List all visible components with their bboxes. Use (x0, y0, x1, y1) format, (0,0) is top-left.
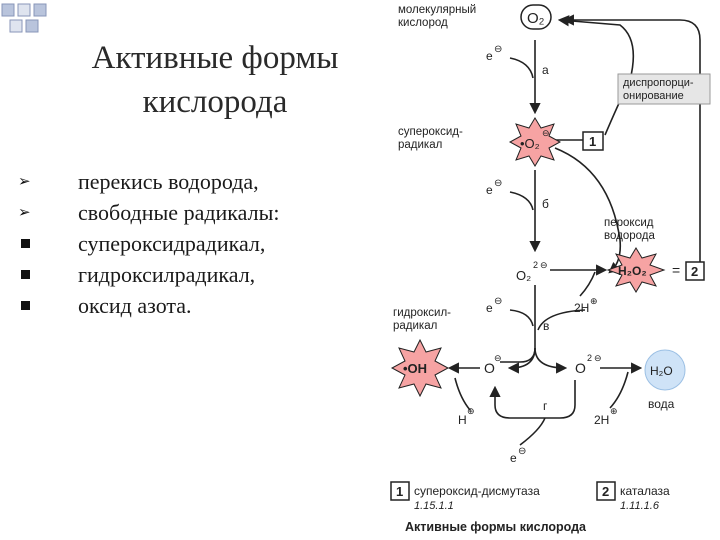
superoxide-label-line: радикал (398, 139, 442, 151)
superoxide-label: супероксид- радикал (398, 126, 466, 151)
o-atom: O (484, 360, 495, 376)
electron-label: e (486, 183, 493, 197)
electron-label: e (486, 49, 493, 63)
minus-icon: ⊖ (494, 296, 502, 307)
step-label-b: б (542, 197, 549, 211)
reactive-oxygen-diagram: молекулярный кислород O₂ e ⊖ а диспропор… (390, 4, 711, 534)
legend-enzyme-1-name: супероксид-дисмутаза (414, 484, 540, 498)
hydroxyl-star (390, 338, 450, 398)
minus-icon: ⊖ (494, 44, 502, 55)
legend-enzyme-2-number: 2 (602, 484, 609, 499)
superoxide-formula: •O₂ (520, 136, 540, 151)
slide-title-line: Активные формы (91, 40, 339, 76)
water-label: вода (648, 397, 675, 411)
o2-2minus-formula: O₂ (516, 268, 531, 283)
superoxide-star (508, 117, 562, 167)
charge-two: 2 (533, 260, 538, 270)
legend-enzyme-2-box (596, 481, 616, 501)
o-2minus-atom: O (575, 360, 586, 376)
disproportionation-box (617, 73, 711, 105)
two-h-label: 2H (594, 413, 609, 427)
legend-enzyme-2-name: каталаза (620, 484, 670, 498)
bullet-item: оксид азота. (18, 290, 378, 321)
arrow-peroxide-to-oh (500, 285, 536, 363)
molecular-oxygen-label-line: молекулярный (398, 4, 476, 16)
bullet-item: ➢ свободные радикалы: (18, 197, 378, 228)
o2-box (520, 4, 552, 30)
bullet-text: свободные радикалы: (78, 200, 280, 225)
arrow-h-oh (454, 377, 471, 411)
arrow-2h-v (537, 309, 586, 331)
arrow-electron-a (509, 57, 534, 79)
disproportionation-label: диспропорци- онирование (623, 77, 697, 102)
water-circle (644, 349, 686, 391)
o2-formula: O₂ (527, 10, 545, 27)
arrow-enzyme2-to-o2 (562, 14, 701, 262)
plus-icon: ⊕ (590, 296, 598, 306)
molecular-oxygen-label-line: кислород (398, 17, 448, 29)
diagram-caption: Активные формы кислорода (405, 520, 587, 534)
slide-corner-decoration (1, 3, 47, 33)
minus-icon: ⊖ (594, 353, 602, 363)
h-label: H (458, 413, 467, 427)
h2o2-formula: H₂O₂ (618, 264, 647, 278)
molecular-oxygen-label: молекулярный кислород (398, 4, 479, 29)
minus-icon: ⊖ (494, 178, 502, 189)
plus-icon: ⊕ (610, 406, 618, 416)
bullet-list: ➢ перекись водорода, ➢ свободные радикал… (18, 166, 378, 321)
step-label-g: г (543, 399, 548, 413)
step-label-v: в (543, 319, 549, 333)
electron-label: e (486, 301, 493, 315)
hydroxyl-label-line: гидроксил- (393, 307, 451, 319)
peroxide-star (606, 247, 666, 293)
legend-enzyme-1-number: 1 (396, 484, 403, 499)
arrow-2h-water (609, 371, 629, 409)
enzyme-2-box (685, 261, 705, 281)
arrow-bullet-icon: ➢ (18, 203, 31, 221)
disproportionation-label-line: диспропорци- (623, 77, 694, 89)
bullet-text: супероксидрадикал, (78, 231, 266, 256)
arrow-electron-v (509, 309, 534, 327)
minus-icon: ⊖ (494, 353, 502, 363)
hydroxyl-label-line: радикал (393, 320, 437, 332)
arrow-v-to-o2minus (534, 347, 568, 374)
disproportionation-label-line: онирование (623, 90, 684, 102)
enzyme-2-label: 2 (691, 264, 698, 279)
bullet-text: гидроксилрадикал, (78, 262, 256, 287)
plus-icon: ⊕ (467, 406, 475, 416)
step-label-a: а (542, 63, 549, 77)
legend-enzyme-1-code: 1.15.1.1 (414, 500, 454, 512)
arrow-electron-b (509, 191, 534, 211)
arrow-2h-peroxide (579, 271, 596, 297)
equals-sign: = (672, 262, 680, 278)
legend-enzyme-2-code: 1.11.1.6 (620, 500, 660, 512)
bullet-item: гидроксилрадикал, (18, 259, 378, 290)
superoxide-label-line: супероксид- (398, 126, 463, 138)
slide-title: Активные формы кислорода (40, 36, 390, 124)
bullet-text: перекись водорода, (78, 169, 259, 194)
peroxide-label-line: водорода (604, 230, 655, 242)
arrow-electron-g (519, 417, 546, 446)
arrow-g-loop (489, 380, 576, 419)
arrow-superoxide-to-peroxide-side (554, 147, 622, 274)
legend-enzyme-1-box (390, 481, 410, 501)
minus-icon: ⊖ (542, 128, 550, 138)
arrow-bullet-icon: ➢ (18, 172, 31, 190)
minus-icon: ⊖ (540, 260, 548, 270)
h2o-formula: H₂O (650, 364, 673, 378)
enzyme-1-label: 1 (589, 134, 596, 149)
charge-two: 2 (587, 353, 592, 363)
bullet-item: ➢ перекись водорода, (18, 166, 378, 197)
slide-title-line: кислорода (142, 84, 288, 120)
peroxide-label: пероксид водорода (604, 217, 657, 242)
peroxide-label-line: пероксид (604, 217, 654, 229)
bullet-text: оксид азота. (78, 293, 192, 318)
electron-label: e (510, 451, 517, 465)
minus-icon: ⊖ (518, 446, 526, 457)
enzyme-1-box (582, 131, 604, 151)
two-h-label: 2H (574, 301, 589, 315)
hydroxyl-label: гидроксил- радикал (393, 307, 454, 332)
bullet-item: супероксидрадикал, (18, 228, 378, 259)
oh-formula: •OH (403, 361, 427, 376)
